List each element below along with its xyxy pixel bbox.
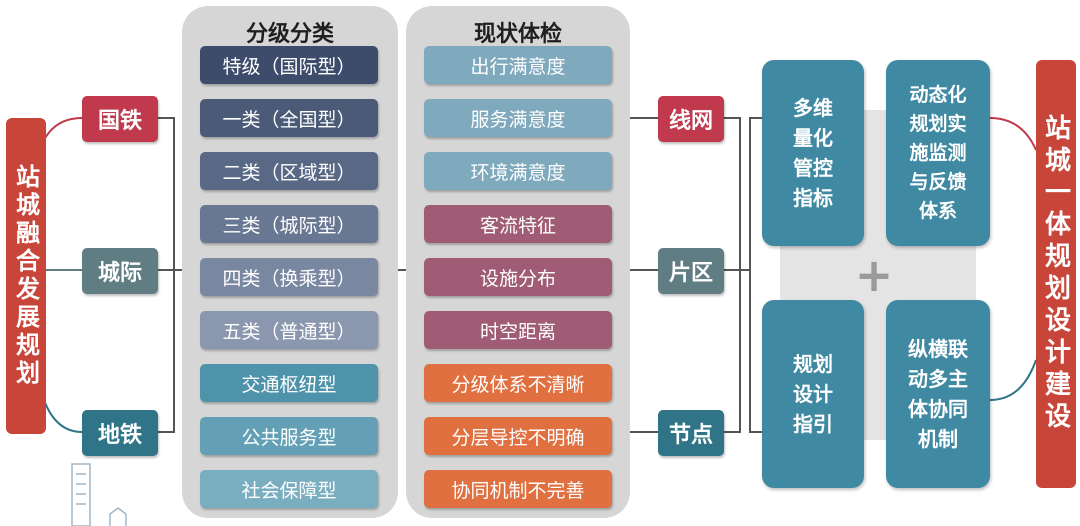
left-title: 站城融合发展规划	[6, 118, 46, 434]
rail-type-national: 国铁	[82, 96, 158, 142]
checkup-item: 环境满意度	[424, 152, 612, 190]
rail-type-metro: 地铁	[82, 410, 158, 456]
class-item: 五类（普通型）	[200, 311, 378, 349]
right-title: 站城一体规划设计建设	[1036, 60, 1076, 488]
plus-sign: +	[854, 248, 894, 302]
scale-network: 线网	[658, 96, 724, 142]
scale-node: 节点	[658, 410, 724, 456]
checkup-item: 出行满意度	[424, 46, 612, 84]
class-item: 三类（城际型）	[200, 205, 378, 243]
classification-title: 分级分类	[245, 22, 334, 47]
class-item: 四类（换乘型）	[200, 258, 378, 296]
building-icon	[71, 463, 127, 526]
class-item: 公共服务型	[200, 417, 378, 455]
checkup-item: 分级体系不清晰	[424, 364, 612, 402]
rail-type-intercity: 城际	[82, 248, 158, 294]
checkup-item: 设施分布	[424, 258, 612, 296]
checkup-item: 协同机制不完善	[424, 470, 612, 508]
checkup-item: 分层导控不明确	[424, 417, 612, 455]
class-item: 交通枢纽型	[200, 364, 378, 402]
class-item: 一类（全国型）	[200, 99, 378, 137]
outcome-indicators: 多维 量化 管控 指标	[762, 60, 864, 246]
outcome-guidelines: 规划 设计 指引	[762, 300, 864, 488]
class-item: 特级（国际型）	[200, 46, 378, 84]
checkup-title: 现状体检	[473, 22, 562, 47]
checkup-item: 客流特征	[424, 205, 612, 243]
outcome-coordination: 纵横联 动多主 体协同 机制	[886, 300, 990, 488]
class-item: 二类（区域型）	[200, 152, 378, 190]
checkup-item: 服务满意度	[424, 99, 612, 137]
checkup-item: 时空距离	[424, 311, 612, 349]
outcome-monitoring: 动态化 规划实 施监测 与反馈 体系	[886, 60, 990, 246]
scale-district: 片区	[658, 248, 724, 294]
class-item: 社会保障型	[200, 470, 378, 508]
